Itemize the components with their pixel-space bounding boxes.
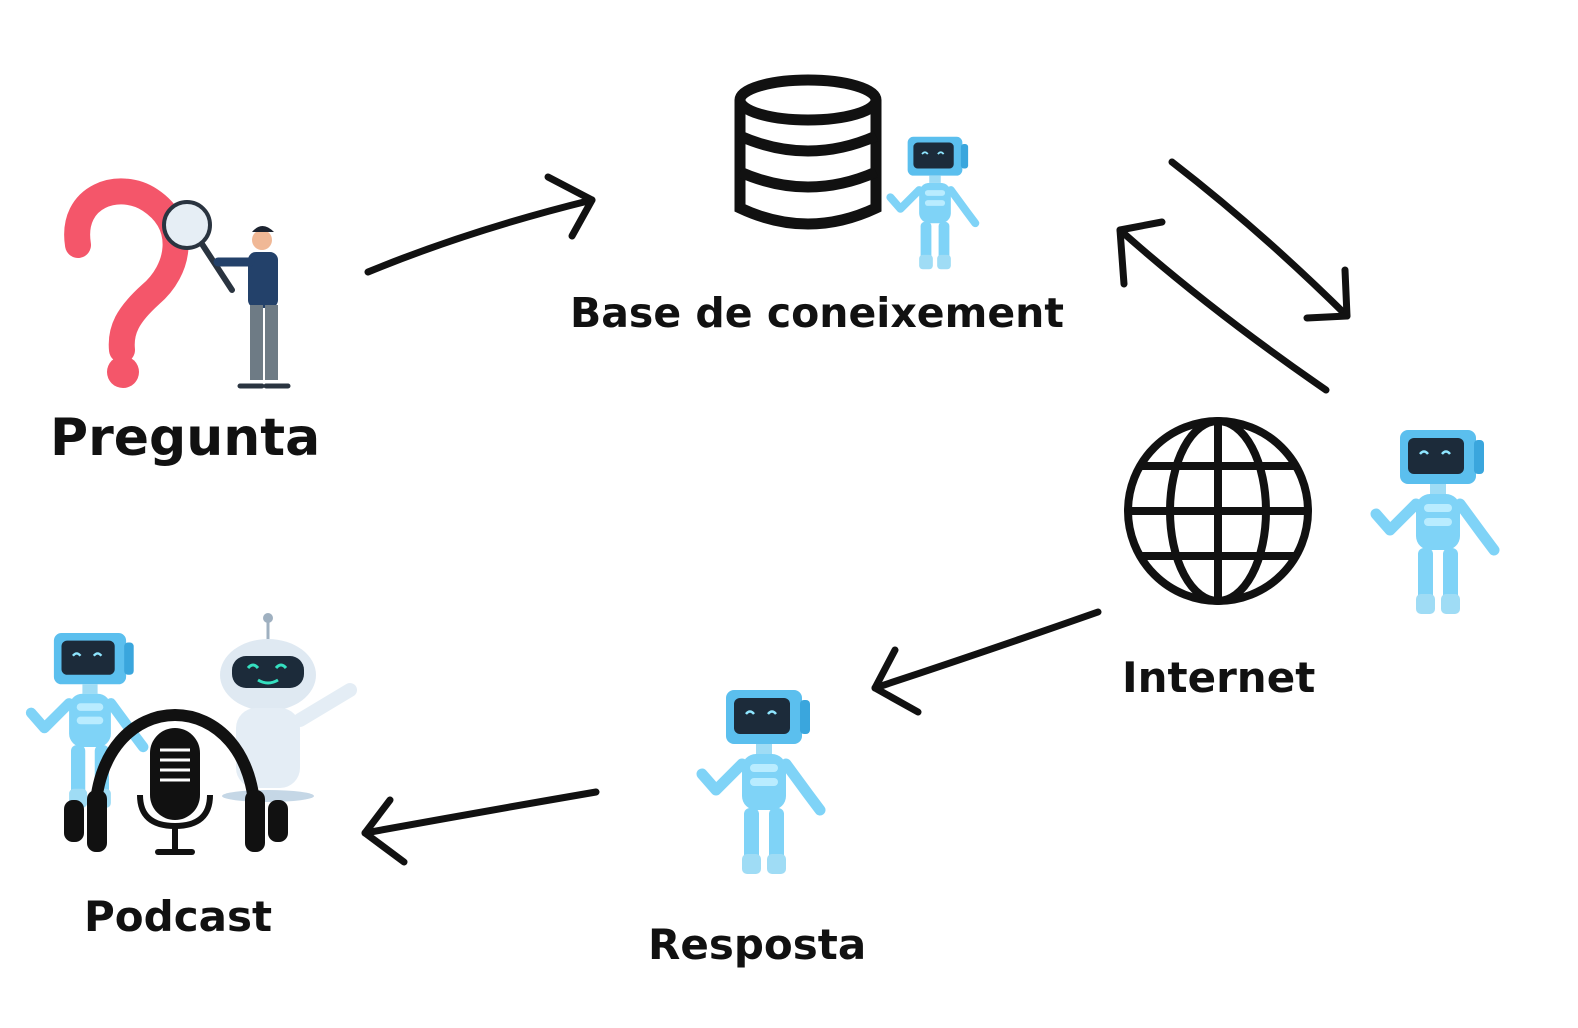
robot-icon [220, 613, 357, 802]
node-label-resposta: Resposta [648, 920, 867, 969]
arrow-base-to-internet [1168, 158, 1351, 322]
globe-icon [1124, 417, 1312, 605]
robot-icon [890, 137, 975, 269]
node-label-internet: Internet [1122, 653, 1316, 702]
arrow-pregunta-to-base [364, 173, 596, 276]
robot-icon [1376, 430, 1494, 614]
robot-icon [702, 690, 820, 874]
arrow-internet-to-resposta [871, 608, 1102, 716]
question-mark-icon [64, 178, 189, 388]
node-label-base-de-coneixement: Base de coneixement [570, 289, 1064, 337]
database-icon [734, 74, 882, 230]
robot-icon [31, 633, 143, 808]
node-label-podcast: Podcast [84, 892, 273, 941]
node-label-pregunta: Pregunta [50, 408, 321, 468]
arrow-internet-to-base [1116, 218, 1330, 394]
arrow-resposta-to-podcast [361, 788, 600, 866]
magnifier-person-icon [162, 200, 291, 389]
headphones-microphone-icon [64, 709, 288, 855]
